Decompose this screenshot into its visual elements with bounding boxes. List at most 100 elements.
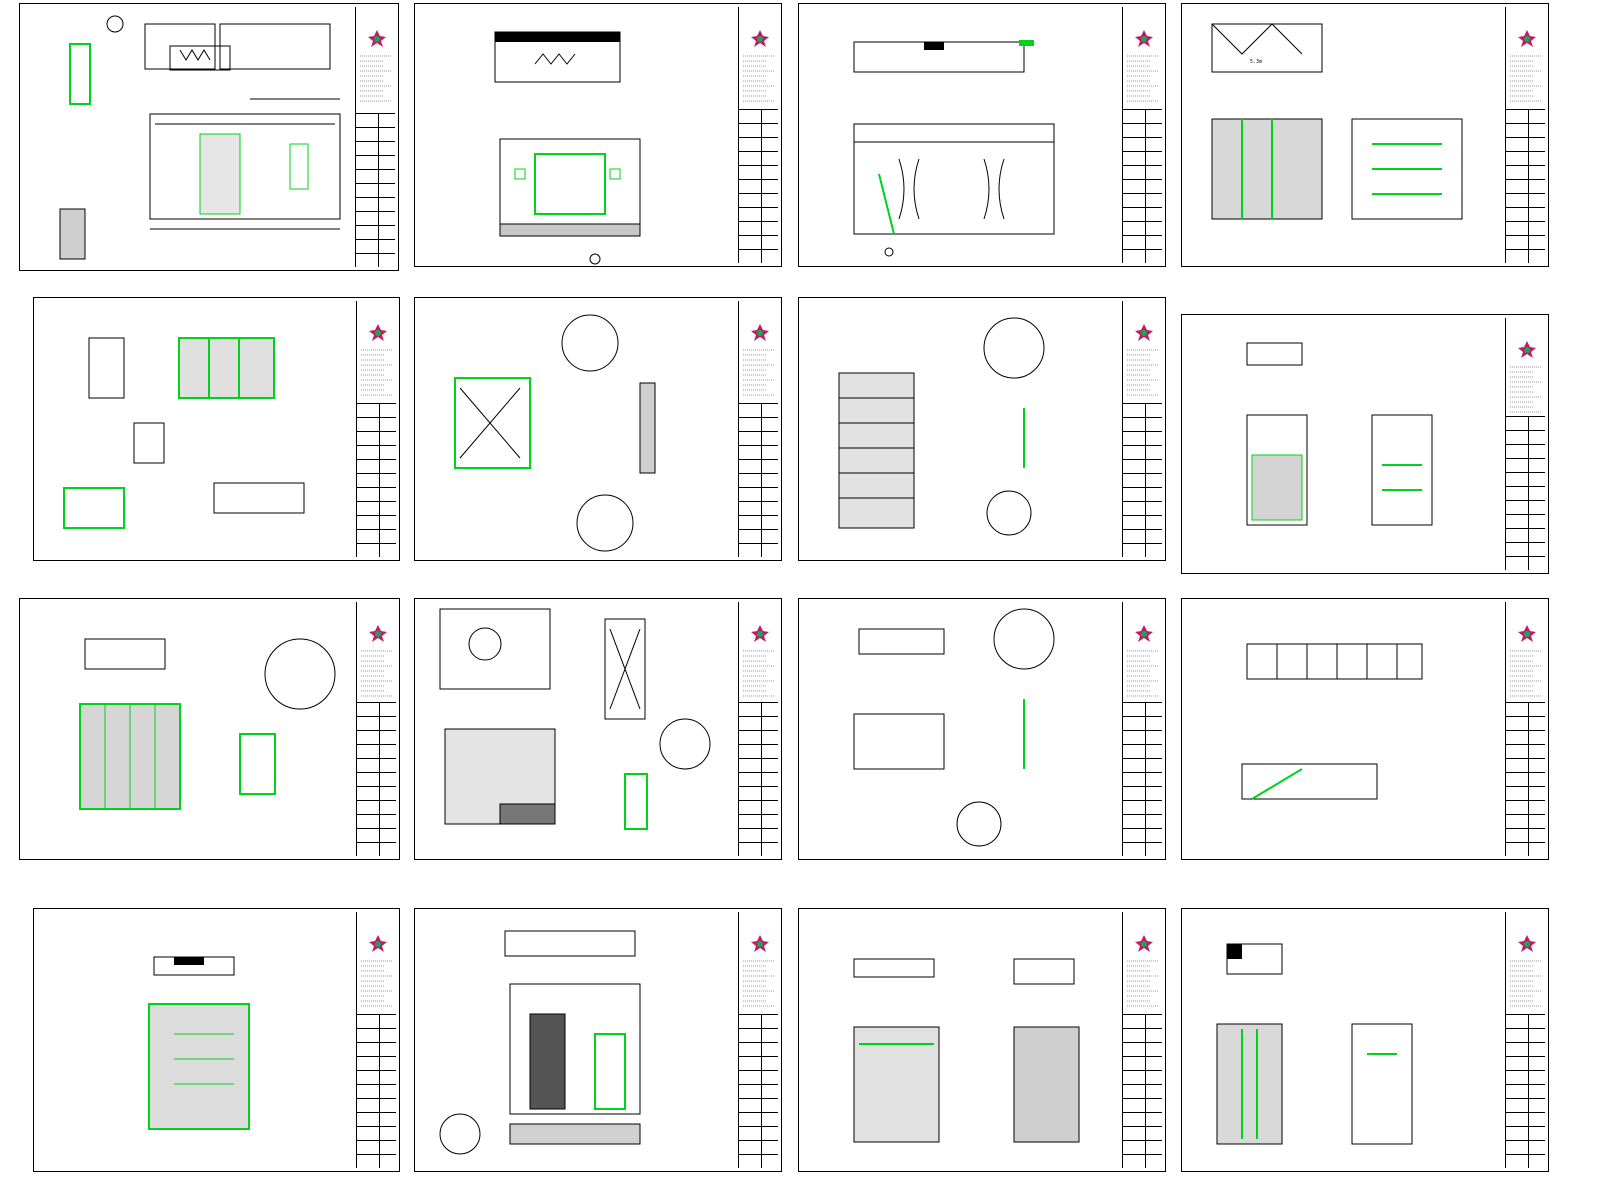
title-block-row [739,828,778,842]
title-block-row [357,1056,396,1070]
title-block-row [739,730,778,744]
title-block-row [1506,472,1545,486]
title-block-notes [743,349,775,396]
title-block-row [357,744,396,758]
title-block-row [1506,193,1545,207]
plan-drawing [439,608,711,830]
title-block-row [1506,221,1545,235]
company-logo [751,324,769,341]
title-block-row [1506,1112,1545,1126]
title-block-notes [1510,960,1542,1007]
title-block-row [1506,207,1545,221]
title-block-row [357,842,396,856]
title-block-row [739,758,778,772]
title-block-row [357,1154,396,1168]
title-block-row [1123,800,1162,814]
title-block-row [1123,249,1162,263]
title-block-row [1123,431,1162,445]
title-block-row [356,141,395,155]
title-block-notes [361,650,393,697]
title-block-row [1506,730,1545,744]
title-block-row [1123,235,1162,249]
title-block-row [356,239,395,253]
title-block-row [1123,1112,1162,1126]
title-block-row [1123,842,1162,856]
company-logo [369,935,387,952]
title-block-row [739,207,778,221]
title-block-row [1123,828,1162,842]
title-block-row [357,716,396,730]
title-block-row [1123,758,1162,772]
title-block-table [1123,702,1162,856]
title-block-row [1123,165,1162,179]
drawing-sheet-13 [33,908,400,1172]
title-block-row [739,151,778,165]
title-block-row [356,155,395,169]
title-block-row [1506,179,1545,193]
title-block-row [357,1028,396,1042]
title-block-row [356,127,395,141]
title-block-row [356,225,395,239]
title-block-table [357,702,396,856]
title-block-row [357,772,396,786]
title-block-row [1123,744,1162,758]
title-block-row [1123,515,1162,529]
company-logo [1518,935,1536,952]
title-block-row [739,1042,778,1056]
company-logo [1518,341,1536,358]
drawing-sheet-7 [798,297,1166,561]
title-block-row [739,716,778,730]
title-block-row [1123,786,1162,800]
elevation-drawing [439,930,641,1155]
title-block-notes [743,55,775,102]
title-block-notes [743,960,775,1007]
title-block [1505,602,1545,856]
title-block-row [1506,235,1545,249]
title-block-row [357,1084,396,1098]
title-block-row [739,137,778,151]
title-block-row [739,403,778,417]
title-block-row [1506,542,1545,556]
title-block [738,7,778,263]
title-block-row [1506,444,1545,458]
title-block-row [1506,556,1545,570]
title-block-row [1506,1070,1545,1084]
title-block-row [1123,772,1162,786]
title-block-row [739,1028,778,1042]
drawing-sheet-8 [1181,314,1549,574]
section-drawing [1241,643,1423,800]
company-logo [1135,935,1153,952]
drawing-sheet-2 [414,3,782,267]
title-block-row [739,459,778,473]
title-block-row [739,515,778,529]
title-block [1122,912,1162,1168]
title-block-row [357,786,396,800]
title-block-row [1123,1042,1162,1056]
drawing-sheet-4: 5.3m [1181,3,1549,267]
title-block-row [357,702,396,716]
title-block-row [1123,221,1162,235]
title-block-row [739,249,778,263]
drawing-sheet-1 [19,3,399,271]
title-block-row [739,179,778,193]
title-block-row [739,786,778,800]
title-block-row [1506,716,1545,730]
title-block-row [1506,500,1545,514]
title-block-table [1506,109,1545,263]
title-block-row [1123,403,1162,417]
elevation-drawing [59,15,341,260]
title-block-row [357,1042,396,1056]
title-block-table [357,403,396,557]
drawing-sheet-3 [798,3,1166,267]
company-logo [1135,324,1153,341]
title-block [738,602,778,856]
elevation-drawing [494,31,641,265]
title-block-row [1123,501,1162,515]
title-block-row [357,730,396,744]
title-block-row [1123,1014,1162,1028]
title-block-row [739,445,778,459]
title-block-row [1506,800,1545,814]
title-block-row [1123,179,1162,193]
company-logo [1518,625,1536,642]
title-block-notes [1127,650,1159,697]
